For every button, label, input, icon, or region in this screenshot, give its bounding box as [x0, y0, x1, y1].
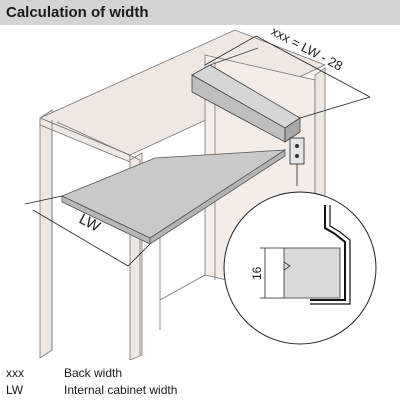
- detail-profile: [310, 205, 346, 301]
- extension-line: [24, 195, 63, 205]
- detail-cross-section: [283, 247, 341, 299]
- dimension-line: [32, 209, 129, 267]
- extension-line: [127, 243, 151, 267]
- detail-dimension-label: 16: [250, 266, 264, 280]
- bracket-screw: [295, 144, 299, 148]
- title-bar: Calculation of width: [0, 0, 400, 25]
- cabinet-diagram: xxx = LW - 28 LW 16: [24, 25, 377, 360]
- detail-profile-inner: [310, 205, 351, 305]
- shelf-right-edge: [149, 149, 286, 245]
- left-side-panel: [39, 109, 53, 359]
- connector-bracket: [289, 137, 305, 165]
- legend-abbr: LW: [6, 383, 24, 397]
- width-dimension: [24, 195, 151, 267]
- extension-line: [204, 35, 257, 66]
- bracket-screw: [295, 154, 299, 158]
- top-dimension: [204, 35, 371, 119]
- inner-frame-line: [159, 274, 206, 301]
- legend-row-xxx: xxx Back width: [6, 365, 396, 381]
- shelf: [61, 149, 287, 245]
- legend-row-lw: LW Internal cabinet width: [6, 382, 396, 398]
- legend-description: Internal cabinet width: [64, 383, 178, 397]
- drawer-side-line: [209, 47, 259, 66]
- detail-view: 16: [223, 191, 377, 345]
- page-title: Calculation of width: [6, 4, 149, 21]
- legend: xxx Back width LW Internal cabinet width: [0, 365, 400, 400]
- dimension-line: [255, 35, 371, 98]
- detail-break-mark: [283, 261, 291, 271]
- drawer-back-side: [284, 117, 301, 143]
- inner-frame-line: [56, 121, 141, 161]
- extension-line: [299, 96, 371, 119]
- legend-abbr: xxx: [6, 366, 24, 380]
- legend-description: Back width: [64, 366, 123, 380]
- drawer-back: [191, 47, 305, 165]
